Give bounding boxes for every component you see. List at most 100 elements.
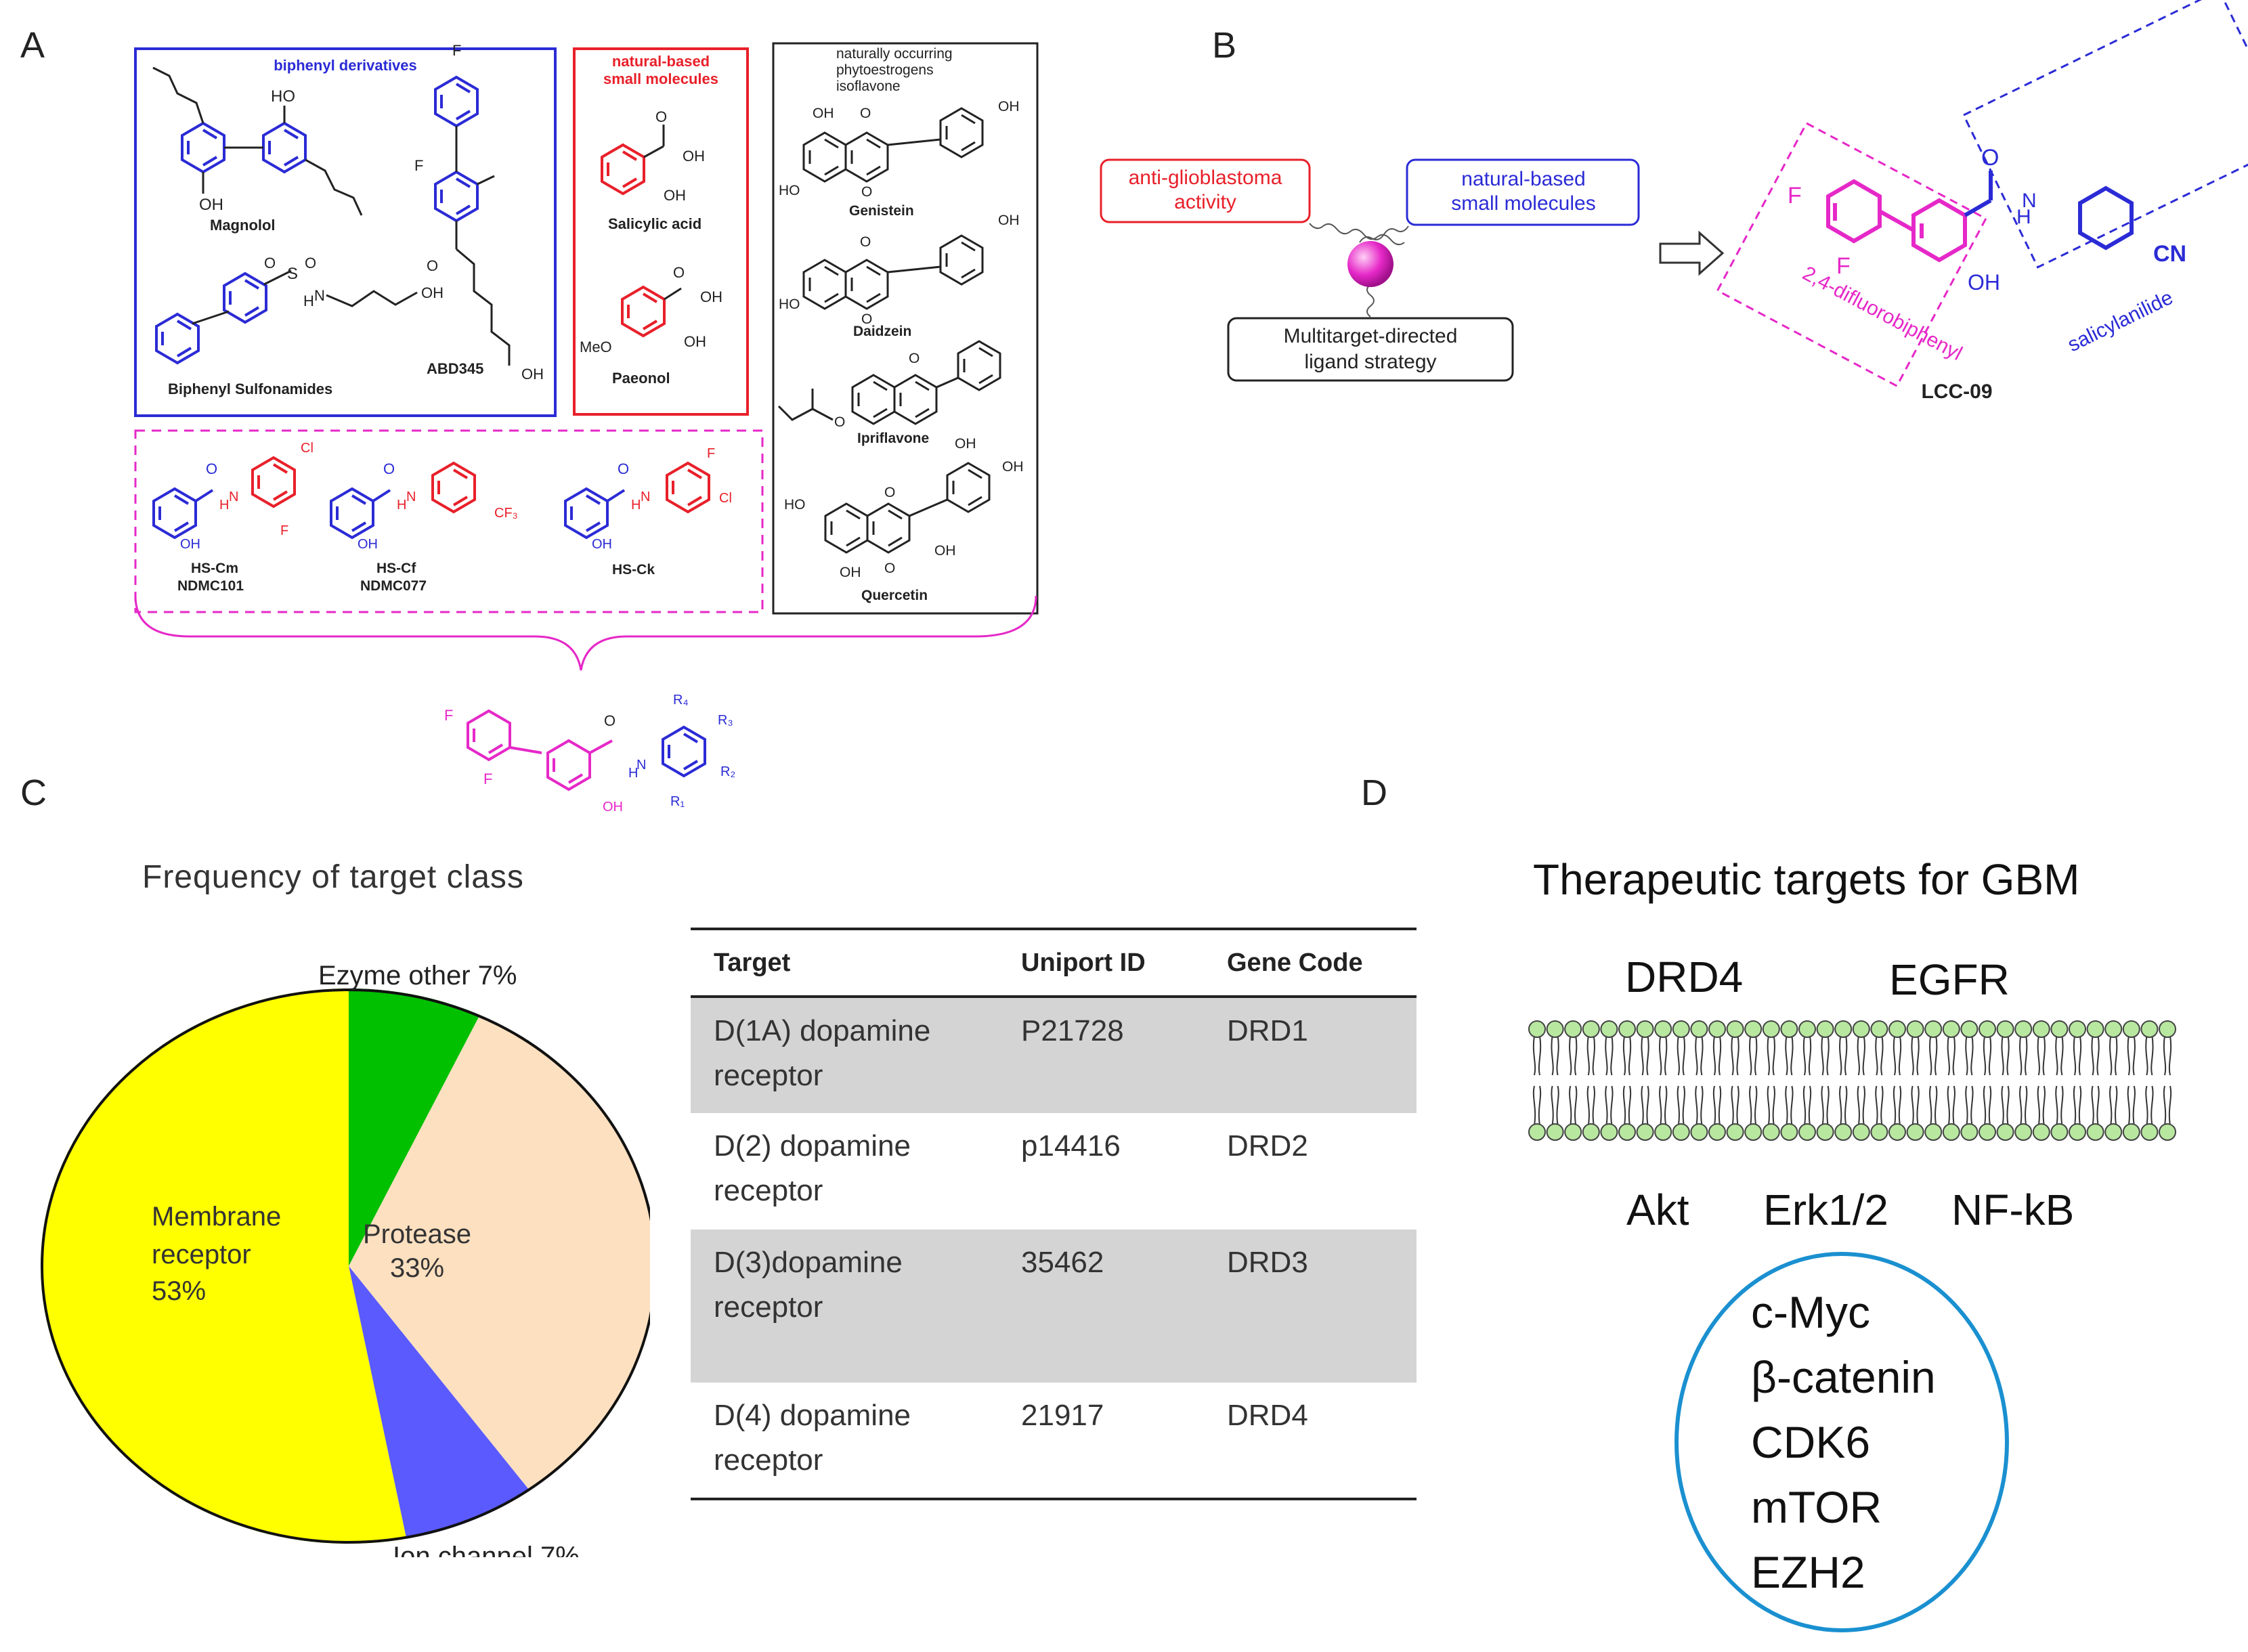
lipid-head [1582, 1020, 1600, 1038]
sulfonamide-s: S [287, 265, 298, 283]
paeonol-meo: MeO [580, 339, 612, 355]
lipid-tail [1983, 1035, 1992, 1126]
lipid-head [1834, 1020, 1853, 1038]
lipid-head [2014, 1123, 2033, 1141]
lipid-head [1564, 1123, 1582, 1141]
panel-label-d: D [1361, 773, 1387, 813]
lipid-head [1528, 1123, 1546, 1141]
hs-cf-o: O [383, 460, 395, 477]
target-egfr: EGFR [1889, 955, 2010, 1004]
lipid-head [2086, 1123, 2104, 1141]
hs-cm-h: H [219, 498, 229, 513]
paeonol-structure: O OH OH MeO [580, 264, 722, 355]
lipid-tail [1712, 1035, 1722, 1126]
lipid-head [2122, 1020, 2140, 1038]
anti-glioblastoma-text-2: activity [1174, 191, 1236, 213]
signal-erk: Erk1/2 [1763, 1186, 1888, 1234]
lipid-head [1942, 1123, 1960, 1141]
table-cell-gene: DRD4 [1204, 1383, 1417, 1500]
hs-ck-label: HS-Ck [612, 562, 655, 578]
genistein-oh2: OH [998, 99, 1020, 114]
lipid-tail [2037, 1035, 2046, 1126]
hs-cf-label: HS-Cf [376, 561, 416, 576]
lipid-head [1888, 1020, 1906, 1038]
lipid-head [1834, 1123, 1853, 1141]
lipid-head [1636, 1020, 1654, 1038]
lipid-head [1924, 1020, 1943, 1038]
quercetin-o1: O [884, 485, 895, 500]
lipid-head [1906, 1123, 1924, 1141]
anti-glioblastoma-text-1: anti-glioblastoma [1129, 167, 1282, 189]
lipid-tail [2109, 1035, 2118, 1126]
table-cell-id: P21728 [998, 997, 1204, 1113]
panel-label-a: A [20, 25, 45, 66]
lipid-head [1816, 1020, 1834, 1038]
nuclear-target: CDK6 [1751, 1417, 1871, 1467]
biphenyl-title: biphenyl derivatives [274, 57, 417, 74]
lipid-tail [1875, 1035, 1884, 1126]
hs-cm-n: N [229, 490, 238, 504]
lipid-head [1798, 1020, 1816, 1038]
hs-cm-label: HS-Cm [191, 561, 238, 576]
lipid-bilayer [1528, 1020, 2176, 1141]
lipid-head [2086, 1020, 2104, 1038]
target-drd4: DRD4 [1625, 953, 1744, 1001]
table-header-target: Target [691, 928, 998, 998]
lipid-head [1672, 1020, 1690, 1038]
target-class-pie-chart: Ezyme other 7% Protease 33% Membrane rec… [41, 961, 650, 1557]
lipid-head [1618, 1123, 1636, 1141]
ndmc101-label: NDMC101 [177, 578, 244, 594]
lipid-head [2159, 1123, 2176, 1141]
lipid-head [2159, 1020, 2176, 1038]
lipid-head [1979, 1123, 1996, 1141]
lipid-head [2140, 1123, 2159, 1141]
table-header-row: Target Uniport ID Gene Code [691, 928, 1417, 998]
scaffold-r3: R₃ [718, 713, 733, 728]
nuclear-target: mTOR [1751, 1482, 1882, 1532]
scaffold-o: O [604, 712, 615, 729]
lipid-tail [1731, 1035, 1739, 1126]
lipid-tail [1586, 1035, 1595, 1126]
quercetin-oh4: OH [840, 565, 861, 580]
scaffold-h: H [628, 766, 638, 781]
paeonol-label: Paeonol [612, 370, 670, 387]
hs-cf-structure: O H N CF₃ OH [330, 460, 518, 552]
lipid-head [1852, 1020, 1870, 1038]
lipid-tail [2055, 1035, 2064, 1126]
lipid-head [1636, 1123, 1654, 1141]
hs-cf-oh: OH [358, 537, 378, 552]
lipid-tail [2019, 1035, 2028, 1126]
table-cell-id: p14416 [1021, 1129, 1121, 1162]
lcc09-f2: F [1836, 253, 1851, 279]
combine-brace [134, 595, 1037, 671]
sulfonamide-o1: O [264, 255, 276, 271]
quercetin-oh3: OH [934, 543, 956, 559]
quercetin-oh1: OH [955, 436, 976, 452]
paeonol-oh1: OH [700, 288, 722, 305]
pie-slice-enzyme [349, 988, 480, 1266]
lipid-head [1672, 1123, 1690, 1141]
panel-label-b: B [1212, 25, 1237, 66]
panel-label-c: C [20, 773, 47, 813]
phyto-title-1: naturally occurring [836, 46, 953, 62]
lcc09-o: O [1981, 145, 1999, 171]
hs-ck-oh: OH [592, 537, 612, 552]
lipid-head [2140, 1020, 2159, 1038]
hs-cm-f: F [280, 523, 288, 538]
hs-cm-oh: OH [180, 537, 200, 552]
lipid-head [2014, 1020, 2033, 1038]
table-cell-gene: DRD1 [1204, 997, 1417, 1113]
hs-ck-o: O [618, 460, 629, 477]
strategy-text-2: ligand strategy [1304, 351, 1436, 373]
hs-ck-cl: Cl [719, 491, 732, 506]
lipid-head [2032, 1020, 2050, 1038]
salicylanilide-box [134, 429, 764, 613]
abd345-f1: F [452, 42, 461, 59]
lipid-tail [1802, 1035, 1812, 1126]
quercetin-ho: HO [784, 497, 806, 513]
salicylic-oh2: OH [664, 187, 686, 204]
